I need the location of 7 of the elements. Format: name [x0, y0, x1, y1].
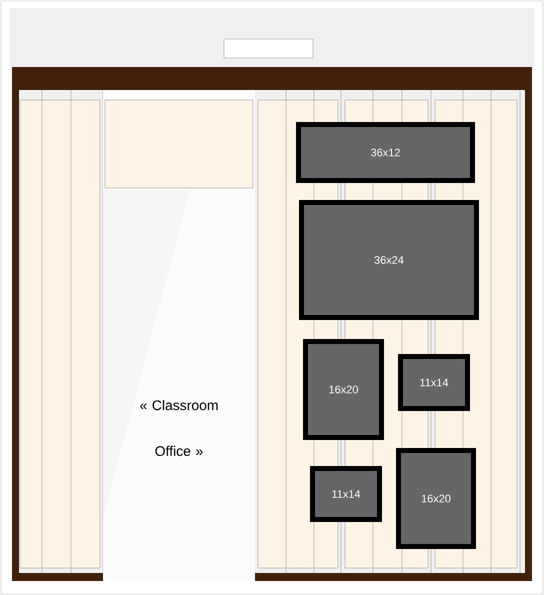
picture-frame: 36x12: [296, 122, 475, 183]
picture-frame: 16x20: [303, 339, 384, 440]
picture-frame: 11x14: [398, 354, 470, 411]
picture-frame: 11x14: [310, 466, 382, 522]
picture-frame: 16x20: [396, 448, 476, 549]
picture-frame: 36x24: [299, 200, 479, 320]
door-label: « Classroom Office »: [140, 400, 218, 456]
